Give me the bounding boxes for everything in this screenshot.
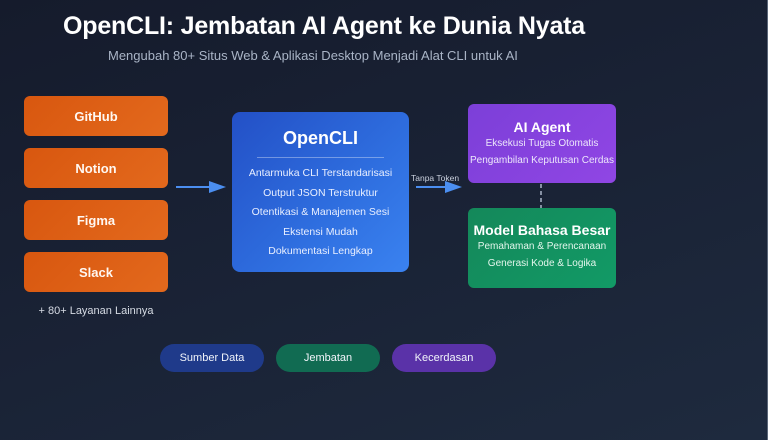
legend-bridge: Jembatan <box>276 344 380 372</box>
dashed-connector <box>540 184 542 208</box>
page-subtitle: Mengubah 80+ Situs Web & Aplikasi Deskto… <box>108 48 518 63</box>
feature-item: Dokumentasi Lengkap <box>268 245 373 258</box>
source-figma: Figma <box>24 200 168 240</box>
legend-label: Jembatan <box>303 352 353 364</box>
legend-label: Sumber Data <box>179 352 245 364</box>
feature-item: Otentikasi & Manajemen Sesi <box>251 206 390 219</box>
feature-item: Antarmuka CLI Terstandarisasi <box>248 167 393 179</box>
opencli-title: OpenCLI <box>283 128 358 148</box>
llm-box: Model Bahasa Besar Pemahaman & Perencana… <box>468 208 616 288</box>
feature-item: Output JSON Terstruktur <box>263 186 378 199</box>
ai-agent-box: AI Agent Eksekusi Tugas Otomatis Pengamb… <box>468 104 616 183</box>
arrow-right-icon <box>416 181 462 193</box>
legend-intelligence: Kecerdasan <box>392 344 496 372</box>
more-services-label: + 80+ Layanan Lainnya <box>38 305 154 317</box>
source-label: Figma <box>76 212 116 228</box>
source-github: GitHub <box>24 96 168 136</box>
feature-item: Eksekusi Tugas Otomatis <box>485 138 599 149</box>
feature-item: Generasi Kode & Logika <box>487 258 597 269</box>
source-notion: Notion <box>24 148 168 188</box>
feature-item: Pemahaman & Perencanaan <box>477 241 607 252</box>
connector-label: Tanpa Token <box>411 173 460 183</box>
feature-item: Ekstensi Mudah <box>283 225 358 238</box>
page-title: OpenCLI: Jembatan AI Agent ke Dunia Nyat… <box>63 12 585 40</box>
legend-label: Kecerdasan <box>414 352 474 364</box>
ai-agent-title: AI Agent <box>513 119 571 135</box>
feature-item: Pengambilan Keputusan Cerdas <box>470 155 614 166</box>
arrow-right-icon <box>176 181 226 193</box>
source-label: Notion <box>75 160 117 176</box>
opencli-box: OpenCLI Antarmuka CLI Terstandarisasi Ou… <box>232 112 409 272</box>
source-label: GitHub <box>74 108 118 124</box>
llm-title: Model Bahasa Besar <box>473 222 611 238</box>
source-slack: Slack <box>24 252 168 292</box>
legend-data-source: Sumber Data <box>160 344 264 372</box>
divider <box>257 157 384 158</box>
source-label: Slack <box>79 264 113 280</box>
